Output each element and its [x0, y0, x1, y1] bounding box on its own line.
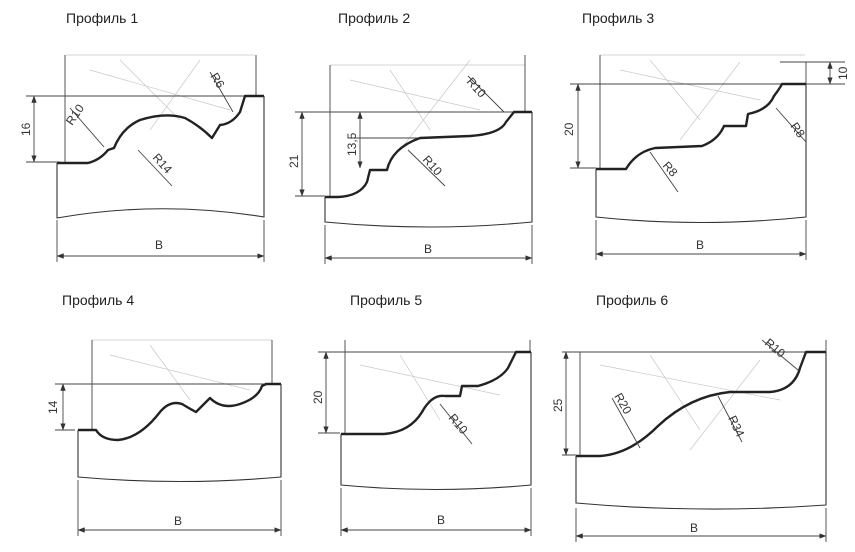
profile-5-title: Профиль 5 [350, 292, 423, 308]
profile-5-width: B [437, 513, 445, 527]
profile-2-curve [325, 110, 532, 199]
profile-6-dim-r10: R10 [762, 336, 788, 361]
profile-4-dim-height: 14 [46, 400, 60, 414]
profile-6-width: B [690, 521, 698, 535]
profile-2-title: Профиль 2 [338, 10, 411, 26]
profile-4-width: B [174, 514, 182, 528]
profile-1-curve [57, 94, 264, 165]
profile-1-drawing: 16 R10 R14 R6 B [19, 54, 265, 262]
profile-6-drawing: 25 R20 R34 R10 B [551, 336, 827, 542]
profile-6-dim-r34: R34 [725, 413, 747, 439]
profile-1-dim-height: 16 [19, 122, 33, 136]
profile-6-dim-height: 25 [551, 398, 565, 412]
profile-3-dim-r8-lower: R8 [660, 159, 681, 180]
profile-2-dim-step: 13,5 [345, 132, 359, 156]
profile-4-curve [78, 382, 281, 442]
profile-3-width: B [696, 238, 704, 252]
profile-1-dim-r14: R14 [150, 151, 175, 177]
profile-3-curve [596, 82, 806, 171]
profile-3-dim-top: 10 [836, 66, 850, 80]
profile-4-title: Профиль 4 [62, 292, 135, 308]
profile-5-curve [341, 350, 531, 436]
profile-2-drawing: 21 13,5 R10 R10 B [287, 55, 533, 264]
profile-3-drawing: 20 10 R8 R8 B [562, 54, 850, 260]
profile-2-dim-r10-upper: R10 [464, 75, 489, 101]
profile-5-dim-height: 20 [311, 390, 325, 404]
profile-3-title: Профиль 3 [582, 10, 655, 26]
profile-1-title: Профиль 1 [66, 10, 139, 26]
profile-3-dim-height: 20 [562, 122, 576, 136]
profile-5-drawing: 20 R10 B [311, 340, 532, 536]
profile-2-dim-height: 21 [287, 154, 301, 168]
profile-6-title: Профиль 6 [596, 292, 669, 308]
profile-3-dim-r8-upper: R8 [788, 120, 808, 141]
profile-2-dim-r10-lower: R10 [420, 153, 445, 179]
profile-4-drawing: 14 B [46, 339, 282, 536]
profile-6-curve [576, 350, 826, 458]
profile-5-dim-r10: R10 [446, 411, 471, 437]
profile-1-width: B [155, 238, 163, 252]
profile-2-width: B [424, 242, 432, 256]
